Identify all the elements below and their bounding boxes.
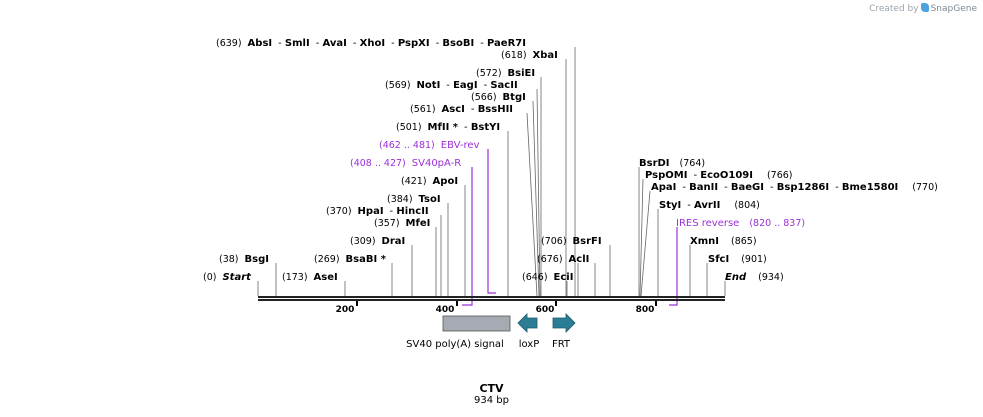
site-676[interactable]: (676)AclI bbox=[537, 254, 589, 265]
ruler-tick-label: 400 bbox=[436, 305, 455, 315]
feature-label-frt: FRT bbox=[552, 339, 571, 350]
site-569[interactable]: (569)NotI- EagI- SacII bbox=[385, 80, 518, 91]
site-connector-lines bbox=[257, 47, 726, 297]
loxp-feature-arrow-left-icon[interactable] bbox=[517, 313, 538, 333]
ruler: 200 400 600 800 bbox=[336, 301, 657, 315]
primer-markers bbox=[462, 149, 678, 306]
ruler-tick-label: 600 bbox=[536, 305, 555, 315]
sequence-name: CTV bbox=[479, 382, 504, 395]
sequence-title-block: CTV 934 bp bbox=[0, 382, 983, 406]
site-804[interactable]: StyI- AvrII(804) bbox=[659, 200, 760, 211]
site-501[interactable]: (501)MfII *- BstYI bbox=[396, 122, 500, 133]
ruler-tick-label: 800 bbox=[636, 305, 655, 315]
site-370[interactable]: (370)HpaI- HincII bbox=[326, 206, 429, 217]
site-end[interactable]: End(934) bbox=[725, 272, 784, 283]
created-by-badge: Created by SnapGene bbox=[869, 3, 977, 14]
site-646[interactable]: (646)EciI bbox=[522, 272, 573, 283]
site-706[interactable]: (706)BsrFI bbox=[541, 236, 602, 247]
sequence-length: 934 bp bbox=[474, 395, 509, 406]
sequence-backbone-top bbox=[258, 296, 725, 298]
primer-ires-reverse[interactable]: IRES reverse(820 .. 837) bbox=[676, 218, 805, 229]
site-766[interactable]: PspOMI- EcoO109I(766) bbox=[645, 170, 793, 181]
site-309[interactable]: (309)DraI bbox=[350, 236, 405, 247]
site-865[interactable]: XmnI(865) bbox=[690, 236, 757, 247]
sv40-polya-feature[interactable] bbox=[442, 315, 511, 332]
site-start[interactable]: (0)Start bbox=[203, 272, 252, 283]
site-561[interactable]: (561)AscI- BssHII bbox=[410, 104, 513, 115]
site-770[interactable]: ApaI- BanII- BaeGI- Bsp1286I- Bme1580I(7… bbox=[651, 182, 938, 193]
feature-label-sv40: SV40 poly(A) signal bbox=[406, 339, 504, 350]
site-269[interactable]: (269)BsaBI * bbox=[314, 254, 387, 265]
site-764[interactable]: BsrDI(764) bbox=[639, 158, 705, 169]
site-421[interactable]: (421)ApoI bbox=[401, 176, 458, 187]
site-384[interactable]: (384)TsoI bbox=[387, 194, 441, 205]
site-901[interactable]: SfcI(901) bbox=[708, 254, 767, 265]
sequence-backbone-bottom bbox=[258, 299, 725, 301]
snapgene-logo-icon bbox=[920, 3, 929, 12]
frt-feature-arrow-right-icon[interactable] bbox=[552, 313, 576, 333]
site-572[interactable]: (572)BsiEI bbox=[476, 68, 535, 79]
created-by-brand: SnapGene bbox=[930, 4, 977, 14]
site-639[interactable]: (639)AbsI- SmlI- AvaI- XhoI- PspXI- BsoB… bbox=[216, 38, 526, 49]
created-by-prefix: Created by bbox=[869, 4, 919, 14]
primer-ebv-rev[interactable]: (462 .. 481)EBV-rev bbox=[379, 140, 480, 151]
primer-sv40pa-r[interactable]: (408 .. 427)SV40pA-R bbox=[350, 158, 461, 169]
site-566[interactable]: (566)BtgI bbox=[471, 92, 526, 103]
feature-label-loxp: loxP bbox=[519, 339, 540, 350]
site-173[interactable]: (173)AseI bbox=[282, 272, 338, 283]
ruler-tick-label: 200 bbox=[336, 305, 355, 315]
site-618[interactable]: (618)XbaI bbox=[501, 50, 558, 61]
site-38[interactable]: (38)BsgI bbox=[219, 254, 269, 265]
site-357[interactable]: (357)MfeI bbox=[374, 218, 430, 229]
